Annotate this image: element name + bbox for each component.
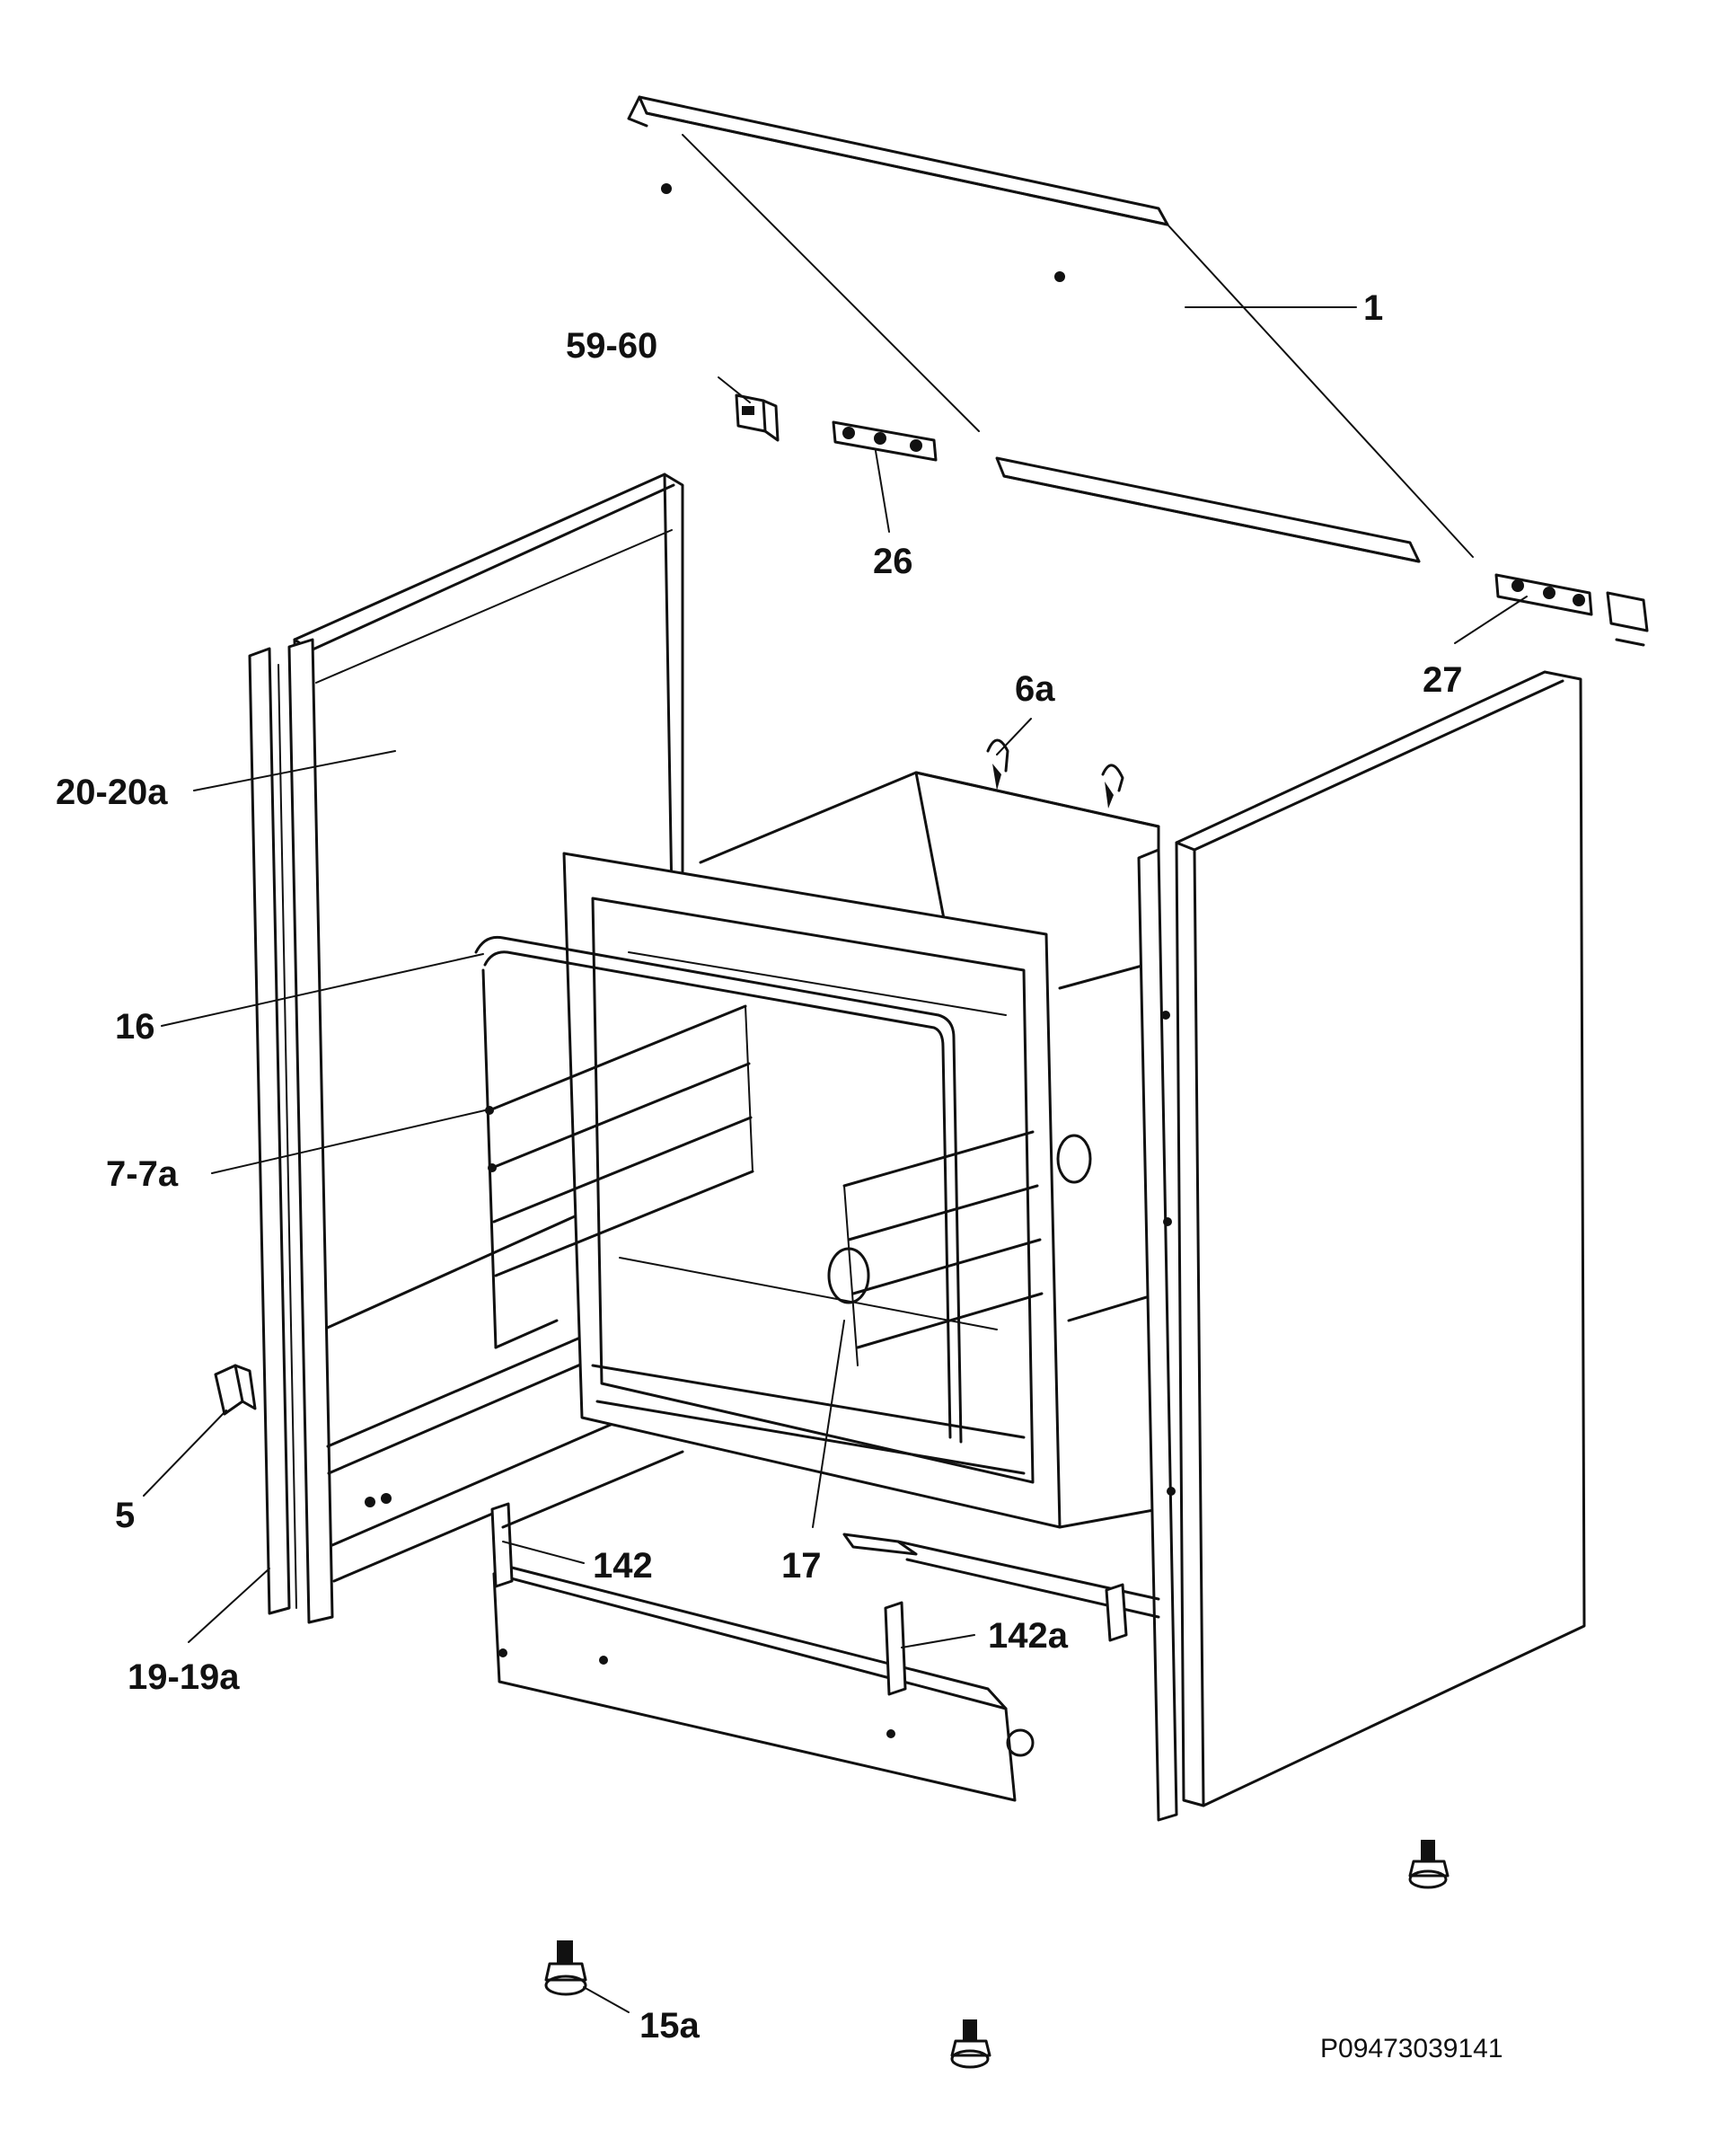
callout-15a: 15a: [639, 2006, 700, 2046]
hinge-part-26: [832, 420, 938, 462]
floor-rail-part: [501, 1450, 1160, 1642]
oven-front-frame-part: [562, 852, 1062, 1529]
inner-shelf-part: [827, 1130, 1044, 1366]
callout-19-19a: 19-19a: [128, 1657, 240, 1697]
drawing-code: P09473039141: [1320, 2034, 1503, 2063]
door-seal-part: [474, 935, 963, 1444]
bracket-part-59-60: [735, 393, 780, 442]
callout-17: 17: [781, 1546, 822, 1586]
foot-part-15a: [544, 1940, 587, 1996]
callout-27: 27: [1423, 660, 1463, 700]
callout-142: 142: [593, 1546, 653, 1586]
foot-part: [1408, 1840, 1450, 1889]
callout-142a: 142a: [988, 1616, 1069, 1656]
callout-26: 26: [873, 542, 913, 581]
hook-part-6a: [986, 738, 1124, 792]
callout-6a: 6a: [1015, 669, 1055, 709]
leader-lines: [143, 306, 1528, 2013]
callout-5: 5: [115, 1496, 135, 1535]
kick-plate-part: [490, 1502, 1035, 1802]
bracket-part-5: [214, 1364, 257, 1416]
foot-part: [950, 2019, 991, 2069]
hinge-part-27: [1494, 573, 1649, 647]
callout-16: 16: [115, 1007, 155, 1047]
right-side-panel-part: [1137, 670, 1586, 1822]
callout-7-7a: 7-7a: [106, 1154, 179, 1194]
top-lid-part: [627, 95, 1474, 563]
callout-59-60: 59-60: [566, 326, 657, 366]
shelf-rack-part: [481, 968, 754, 1349]
callout-1: 1: [1363, 288, 1383, 328]
callout-20-20a: 20-20a: [56, 773, 168, 812]
